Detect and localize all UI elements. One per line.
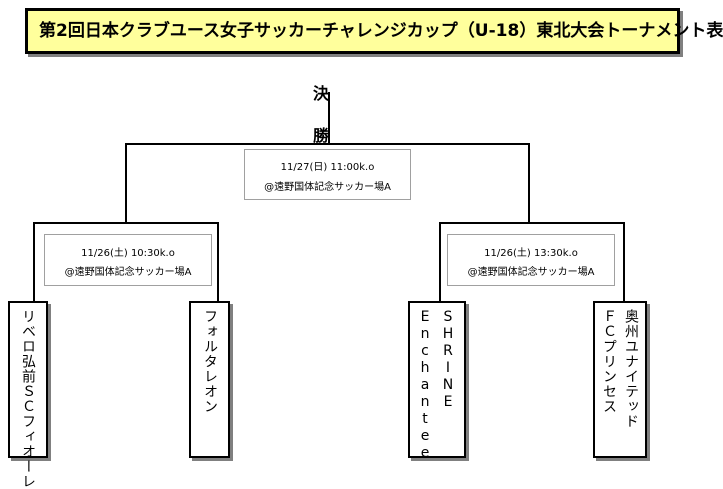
semi-left-match-venue: @遠野国体記念サッカー場A: [64, 267, 192, 278]
final-horizontal-line: [125, 143, 530, 145]
team-name: ＦＣプリンセス: [601, 309, 617, 414]
semi-right-match-info: 11/26(土) 13:30k.o @遠野国体記念サッカー場A: [447, 234, 615, 286]
team-box-oshu-fc-princess: ＦＣプリンセス 奥州ユナイテッド: [593, 301, 647, 458]
page-title: 第2回日本クラブユース女子サッカーチャレンジカップ（U-18）東北大会トーナメン…: [25, 8, 723, 54]
team-name: 奥州ユナイテッド: [623, 309, 639, 429]
team-box-enchantee-shrine: Enchantee SHRINE: [408, 301, 466, 462]
right-semi-left-drop: [439, 222, 441, 302]
team-name: リベロ弘前ＳＣフィオーレ: [20, 309, 36, 489]
left-semi-horizontal-line: [33, 222, 219, 224]
team-box-ribero-hirosaki: リベロ弘前ＳＣフィオーレ: [8, 301, 48, 489]
final-match-info: 11/27(日) 11:00k.o @遠野国体記念サッカー場A: [244, 149, 411, 200]
semi-right-match-venue: @遠野国体記念サッカー場A: [467, 267, 595, 278]
team-box-fortaleon: フォルタレオン: [189, 301, 230, 458]
final-label-char-1: 決: [312, 84, 329, 103]
semi-left-match-date: 11/26(土) 10:30k.o: [81, 248, 175, 259]
final-stem-line: [328, 92, 330, 144]
final-match-venue: @遠野国体記念サッカー場A: [264, 182, 391, 193]
left-drop-line: [125, 143, 127, 223]
right-semi-horizontal-line: [439, 222, 625, 224]
semi-right-match-date: 11/26(土) 13:30k.o: [484, 248, 578, 259]
final-label: 決 勝: [309, 73, 333, 157]
final-label-char-2: 勝: [312, 126, 329, 145]
left-semi-left-drop: [33, 222, 35, 302]
team-name: SHRINE: [440, 309, 456, 411]
right-semi-right-drop: [623, 222, 625, 302]
final-match-date: 11/27(日) 11:00k.o: [280, 162, 375, 173]
team-name: フォルタレオン: [202, 309, 218, 414]
semi-left-match-info: 11/26(土) 10:30k.o @遠野国体記念サッカー場A: [44, 234, 212, 286]
team-name: Enchantee: [417, 309, 433, 462]
left-semi-right-drop: [217, 222, 219, 302]
right-drop-line: [528, 143, 530, 223]
